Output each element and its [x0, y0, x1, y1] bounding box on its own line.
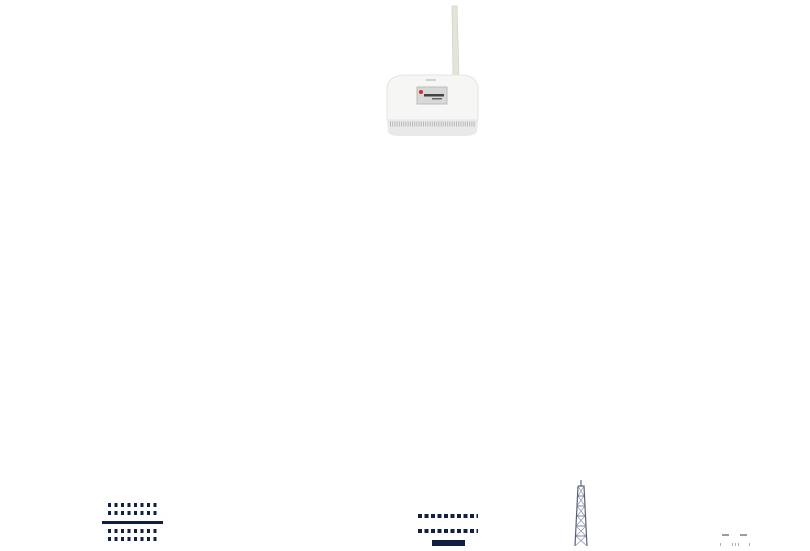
- dot-row: [108, 503, 158, 507]
- tower-icon: [573, 480, 589, 547]
- router-antenna: [451, 5, 460, 77]
- dot-row: [108, 511, 158, 515]
- router-label: [416, 86, 448, 105]
- router-body: [386, 74, 479, 136]
- dot-row: [108, 529, 158, 533]
- router-image: [384, 0, 484, 140]
- block-bar: [432, 540, 465, 546]
- dot-row: [108, 537, 158, 541]
- dot-row: [418, 529, 478, 533]
- dot-row: [418, 514, 478, 518]
- small-marks-right: [718, 532, 754, 546]
- divider-line: [102, 521, 163, 524]
